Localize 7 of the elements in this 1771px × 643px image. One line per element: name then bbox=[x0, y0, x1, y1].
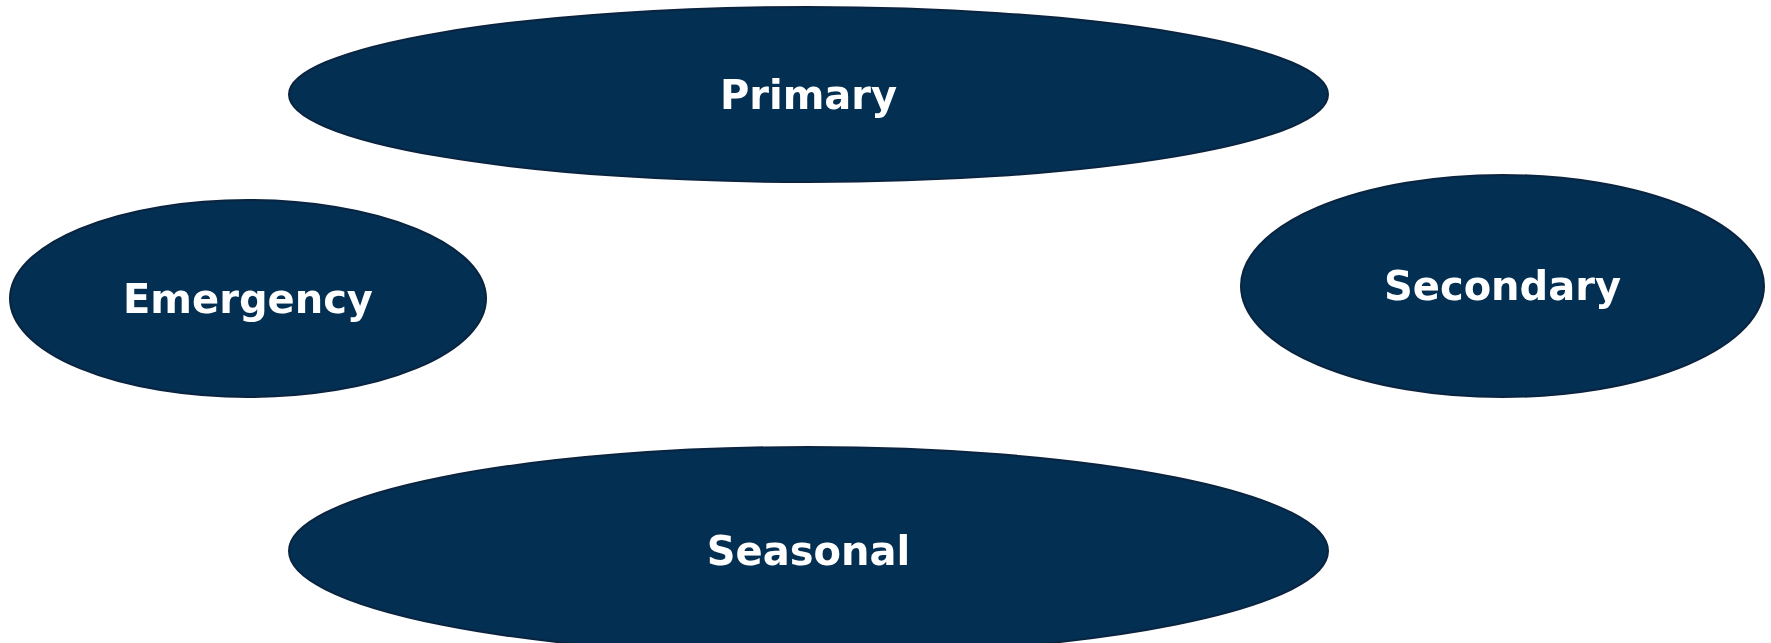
ellipse-node bbox=[9, 199, 487, 398]
node-label: Primary bbox=[719, 71, 898, 118]
ellipse-node bbox=[288, 6, 1329, 183]
node-label: Emergency bbox=[123, 275, 373, 322]
node-label: Secondary bbox=[1384, 263, 1621, 309]
ellipse-node bbox=[1240, 174, 1765, 398]
node-label: Seasonal bbox=[706, 528, 911, 574]
